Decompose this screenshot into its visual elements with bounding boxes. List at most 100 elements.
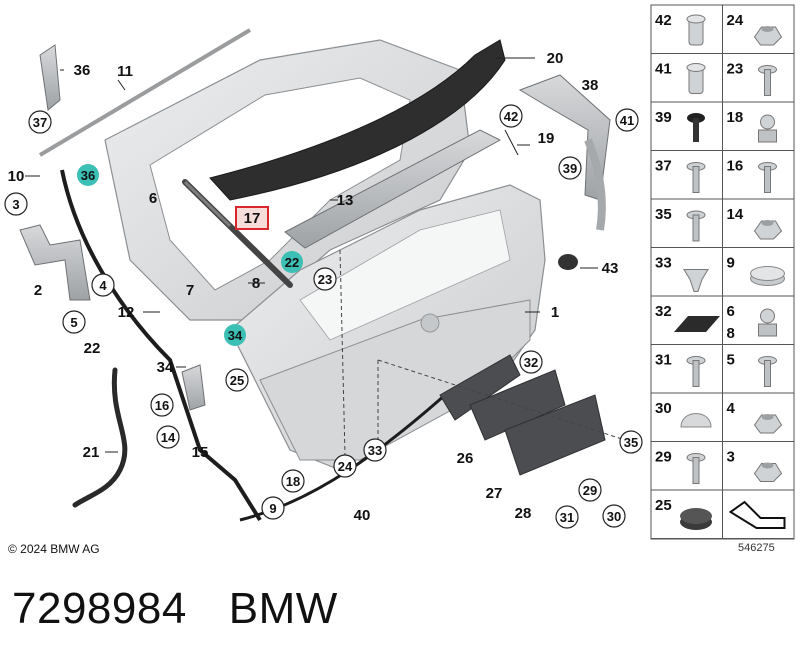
callout-c20: 20 xyxy=(547,50,564,67)
callout-circle xyxy=(619,430,643,454)
callout-number: 35 xyxy=(624,435,638,450)
screw-icon xyxy=(758,162,777,193)
callout-c9: 9 xyxy=(261,496,285,520)
leader-lines xyxy=(25,57,598,453)
callout-circle xyxy=(150,393,174,417)
parts-table-number: 32 xyxy=(655,303,672,320)
callout-number: 1 xyxy=(551,304,559,321)
cap-icon xyxy=(680,413,712,428)
parts-table-cell xyxy=(722,392,795,442)
callout-number: 5 xyxy=(70,315,77,330)
parts-table-number: 5 xyxy=(727,352,735,369)
parts-table-number: 42 xyxy=(655,12,672,29)
parts-table-cell xyxy=(722,344,795,394)
callout-number: 34 xyxy=(157,359,174,376)
callout-number: 13 xyxy=(337,192,354,209)
callout-circle xyxy=(28,110,52,134)
parts-table-number: 41 xyxy=(655,61,672,78)
callout-number: 38 xyxy=(582,77,599,94)
parts-table-number: 6 xyxy=(727,303,735,320)
part-number: 7298984 xyxy=(12,584,187,633)
callout-c17: 17 xyxy=(235,206,269,230)
parts-table-cell xyxy=(722,53,795,103)
callout-circle xyxy=(281,469,305,493)
callout-number: 37 xyxy=(33,115,47,130)
callout-c33: 33 xyxy=(363,438,387,462)
parts-table-cell xyxy=(650,441,723,491)
callout-number: 31 xyxy=(560,510,574,525)
callout-circle xyxy=(578,478,602,502)
callout-c31: 31 xyxy=(555,505,579,529)
nut-icon xyxy=(753,220,783,240)
parts-table-number: 14 xyxy=(727,206,744,223)
callout-c5: 5 xyxy=(62,310,86,334)
callout-circle xyxy=(224,324,246,346)
parts-table-number-extra: 8 xyxy=(727,325,735,342)
callout-circle xyxy=(499,104,523,128)
callout-circle xyxy=(156,425,180,449)
callout-circle xyxy=(62,310,86,334)
callout-number: 25 xyxy=(230,373,244,388)
screw-icon xyxy=(758,356,777,387)
parts-table-number: 24 xyxy=(727,12,744,29)
callout-number: 21 xyxy=(83,444,100,461)
callout-c24: 24 xyxy=(333,454,357,478)
parts-table-cell xyxy=(722,150,795,200)
callout-c8: 8 xyxy=(252,275,260,292)
rivet-icon xyxy=(686,63,706,94)
ball-icon xyxy=(758,114,777,143)
parts-table-number: 16 xyxy=(727,158,744,175)
callout-c19: 19 xyxy=(538,130,555,147)
callout-c3: 3 xyxy=(4,192,28,216)
callout-number: 16 xyxy=(155,398,169,413)
callout-number: 22 xyxy=(285,255,299,270)
plug-icon xyxy=(680,508,712,530)
callout-c39: 39 xyxy=(558,156,582,180)
screw-icon xyxy=(686,453,706,484)
callout-c12: 12 xyxy=(118,304,135,321)
nut-icon xyxy=(753,462,783,482)
arrow-icon xyxy=(728,500,786,529)
callout-c34: 34 xyxy=(157,359,174,376)
callout-c16: 16 xyxy=(150,393,174,417)
callout-c11: 11 xyxy=(117,63,133,80)
callout-number: 26 xyxy=(457,450,474,467)
screw-icon xyxy=(758,65,777,96)
parts-table-number: 37 xyxy=(655,158,672,175)
parts-table-number: 39 xyxy=(655,109,672,126)
callout-c22a: 22 xyxy=(84,340,101,357)
parts-table-number: 35 xyxy=(655,206,672,223)
callout-c29: 29 xyxy=(578,478,602,502)
callout-c30: 30 xyxy=(602,504,626,528)
callout-c42: 42 xyxy=(499,104,523,128)
callout-c37: 37 xyxy=(28,110,52,134)
callout-c14: 14 xyxy=(156,425,180,449)
parts-table-number: 3 xyxy=(727,449,735,466)
tailgate-assembly xyxy=(19,28,626,522)
callout-number: 7 xyxy=(186,282,194,299)
callout-circle xyxy=(363,438,387,462)
parts-table-number: 33 xyxy=(655,255,672,272)
callout-number: 2 xyxy=(34,282,42,299)
callout-number: 15 xyxy=(192,444,209,461)
callout-number: 23 xyxy=(318,272,332,287)
parts-table-cell xyxy=(722,4,795,54)
callout-number: 22 xyxy=(84,340,101,357)
callout-c38: 38 xyxy=(582,77,599,94)
callout-circle xyxy=(225,368,249,392)
callout-c41: 41 xyxy=(615,108,639,132)
figure-number: 546275 xyxy=(738,542,775,554)
callout-number: 10 xyxy=(8,168,25,185)
callout-c27: 27 xyxy=(486,485,503,502)
parts-table-number: 31 xyxy=(655,352,672,369)
ball-icon xyxy=(758,308,777,337)
callout-number: 33 xyxy=(368,443,382,458)
blackscrew-icon xyxy=(687,113,705,142)
callout-c36b: 36 xyxy=(77,164,99,186)
parts-table-number: 9 xyxy=(727,255,735,272)
callout-number: 30 xyxy=(607,509,621,524)
callout-c1: 1 xyxy=(551,304,559,321)
